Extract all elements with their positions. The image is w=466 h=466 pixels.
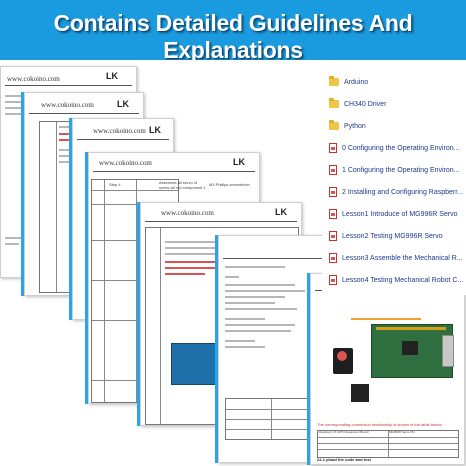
code-line <box>225 302 275 304</box>
step-caption: 22-1 pload the code and test <box>317 457 371 462</box>
header-rule <box>223 258 357 259</box>
connection-table <box>225 398 317 440</box>
pdf-icon <box>329 209 337 219</box>
page-url: www.cokoino.com <box>93 127 146 135</box>
table-header-tool: M3 Phillips screwdriver <box>209 182 250 187</box>
text-line <box>5 107 27 109</box>
text-line <box>225 266 285 268</box>
file-item-lesson3[interactable]: Lesson3 Assemble the Mechanical R... <box>329 249 466 267</box>
header-rule <box>93 171 255 172</box>
file-item-ch340-driver[interactable]: CH340 Driver <box>329 95 466 113</box>
text-line <box>165 247 229 249</box>
table-caption: The corresponding connection relationshi… <box>317 422 443 427</box>
pdf-icon <box>329 253 337 263</box>
file-item-label: Lesson4 Testing Mechanical Robot C... <box>342 276 464 284</box>
file-item-lesson1[interactable]: Lesson1 Introduce of MG996R Servo <box>329 205 466 223</box>
servo-wire <box>351 318 421 320</box>
pdf-icon <box>329 165 337 175</box>
title-banner: Contains Detailed Guidelines And Explana… <box>0 0 466 63</box>
code-line <box>225 330 291 332</box>
connection-table <box>317 430 459 458</box>
text-line <box>5 95 25 97</box>
red-note <box>165 261 229 263</box>
file-item-label: Lesson3 Assemble the Mechanical R... <box>342 254 463 262</box>
table-header-assembly: Assemble all servo of screw all rod comp… <box>159 180 206 190</box>
battery-image <box>351 384 369 402</box>
code-line <box>225 308 297 310</box>
file-item-arduino[interactable]: Arduino <box>329 73 466 91</box>
header-rule <box>77 139 169 140</box>
red-note <box>165 267 223 269</box>
page-url: www.cokoino.com <box>41 101 94 109</box>
file-list-panel: Arduino CH340 Driver Python 0 Configurin… <box>322 73 466 295</box>
text-line <box>5 113 23 115</box>
cokoino-logo: LK <box>106 71 118 81</box>
file-item-config-0[interactable]: 0 Configuring the Operating Environ... <box>329 139 466 157</box>
file-item-label: Lesson1 Introduce of MG996R Servo <box>342 210 458 218</box>
document-page-7: LK The corresponding connection relation… <box>310 273 465 465</box>
file-item-python[interactable]: Python <box>329 117 466 135</box>
code-line <box>225 346 265 348</box>
header-rule <box>5 85 132 86</box>
text-line <box>165 253 215 255</box>
folder-icon <box>329 120 339 130</box>
folder-icon <box>329 98 339 108</box>
red-note <box>165 273 205 275</box>
code-line <box>225 296 285 298</box>
file-item-label: 2 Installing and Configuring Raspberr... <box>342 188 464 196</box>
file-item-label: Arduino <box>344 78 369 86</box>
table-col-servo-pin: MG996R Servo Pin <box>389 430 415 434</box>
file-item-lesson4[interactable]: Lesson4 Testing Mechanical Robot C... <box>329 271 466 289</box>
text-line <box>5 243 19 245</box>
banner-title: Contains Detailed Guidelines And Explana… <box>53 10 413 63</box>
file-item-label: Lesson2 Testing MG996R Servo <box>342 232 443 240</box>
header-rule <box>145 221 297 222</box>
code-line <box>225 290 305 292</box>
file-item-label: CH340 Driver <box>344 100 387 108</box>
pdf-icon <box>329 275 337 285</box>
code-line <box>225 318 265 320</box>
table-col-gpio-board: Raspberry Pi GPIO Expansion Board <box>319 430 369 434</box>
servo-image <box>333 348 353 374</box>
cokoino-logo: LK <box>275 207 287 217</box>
page-url: www.cokoino.com <box>161 209 214 217</box>
page-url: www.cokoino.com <box>99 159 152 167</box>
raspberry-pi-board-image <box>371 324 454 378</box>
file-item-config-1[interactable]: 1 Configuring the Operating Environ... <box>329 161 466 179</box>
pdf-icon <box>329 143 337 153</box>
pdf-icon <box>329 187 337 197</box>
cokoino-logo: LK <box>233 157 245 167</box>
code-line <box>225 324 295 326</box>
header-rule <box>29 113 139 114</box>
pdf-icon <box>329 231 337 241</box>
file-item-label: Python <box>344 122 366 130</box>
arduino-board-image <box>171 343 227 385</box>
folder-icon <box>329 76 339 86</box>
cokoino-logo: LK <box>149 125 161 135</box>
file-item-lesson2[interactable]: Lesson2 Testing MG996R Servo <box>329 227 466 245</box>
cokoino-logo: LK <box>117 99 129 109</box>
file-item-label: 1 Configuring the Operating Environ... <box>342 166 460 174</box>
page-url: www.cokoino.com <box>7 75 60 83</box>
file-item-label: 0 Configuring the Operating Environ... <box>342 144 460 152</box>
text-line <box>225 276 239 278</box>
code-line <box>225 284 295 286</box>
file-item-install-raspberry[interactable]: 2 Installing and Configuring Raspberr... <box>329 183 466 201</box>
code-line <box>225 340 255 342</box>
text-line <box>165 241 225 243</box>
text-line <box>5 237 25 239</box>
table-header-step: Step 4 <box>109 182 121 187</box>
text-line <box>5 101 21 103</box>
